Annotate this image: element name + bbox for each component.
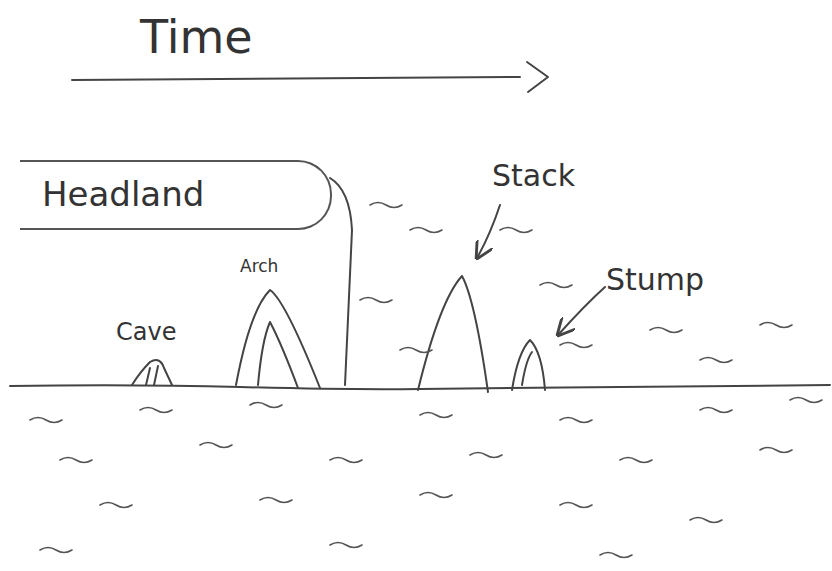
stump-leader [558, 287, 605, 335]
headland-shape: Headland [20, 160, 332, 230]
node-text: Headland [42, 174, 204, 214]
waves [30, 203, 822, 558]
waterline [10, 385, 830, 389]
arch-opening [258, 322, 298, 388]
axis-label: Time [140, 10, 253, 64]
time-arrow [72, 77, 520, 80]
time-arrow-head [527, 62, 548, 92]
landform-label: Stump [606, 262, 704, 297]
stack-shape [418, 276, 488, 392]
stack-leader [477, 205, 500, 258]
landform-label: Stack [492, 158, 575, 193]
cave-shape [132, 360, 172, 385]
stump-shape [512, 340, 545, 390]
stump-shade [522, 352, 532, 385]
arch-shape [236, 290, 320, 388]
headland-cliff [330, 178, 352, 385]
landform-label: Arch [240, 256, 278, 276]
landform-label: Cave [116, 318, 176, 346]
